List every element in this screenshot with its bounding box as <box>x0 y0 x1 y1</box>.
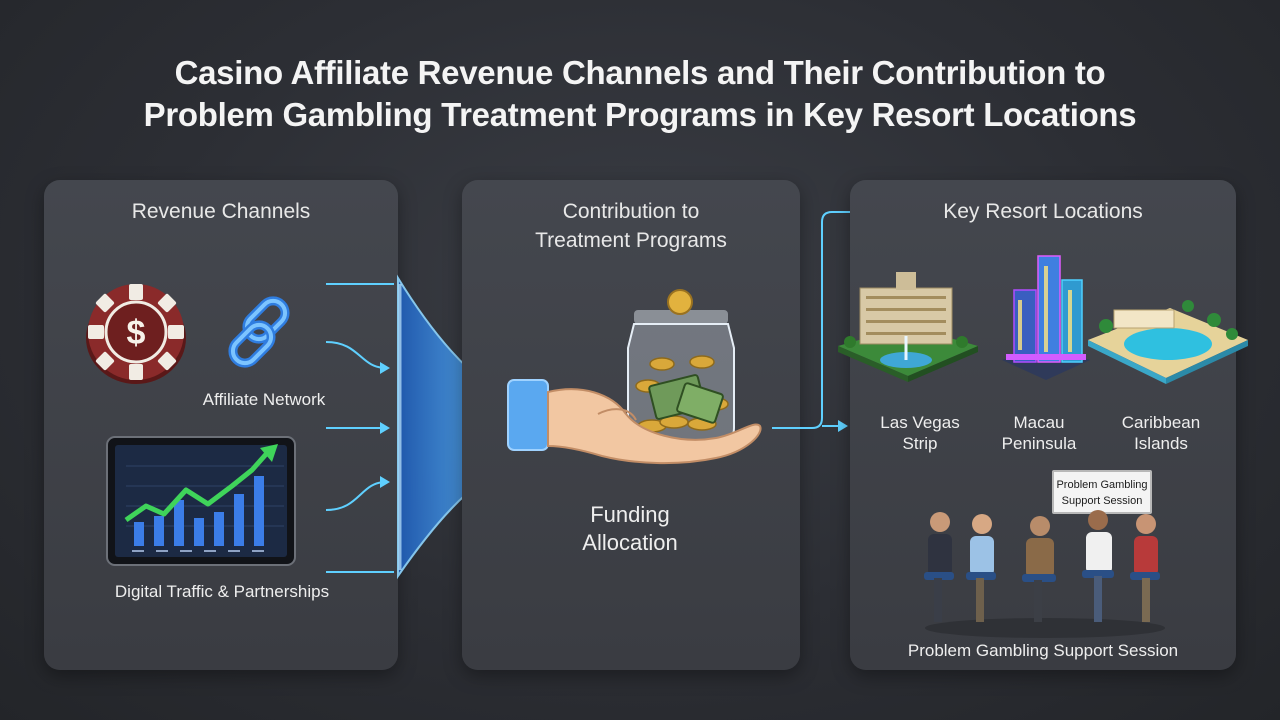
person-2 <box>966 514 996 622</box>
person-3 <box>1022 516 1056 622</box>
title-line-2: Problem Gambling Treatment Programs in K… <box>143 96 1137 133</box>
funding-caption-line-2: Allocation <box>582 530 678 555</box>
growth-chart-tablet-icon <box>106 436 296 566</box>
location-label-macau: Macau Peninsula <box>984 412 1094 454</box>
location-label-caribbean: Caribbean Islands <box>1106 412 1216 454</box>
casino-chip-dollar-icon: $ <box>86 284 186 384</box>
caribbean-resort-icon <box>1088 300 1248 384</box>
resort-locations-panel: Key Resort Locations <box>838 180 1248 670</box>
las-vegas-resort-icon <box>838 272 978 382</box>
person-5 <box>1130 514 1160 622</box>
macau-towers-icon <box>1002 255 1090 380</box>
affiliate-network-label: Affiliate Network <box>202 390 326 409</box>
caribbean-line-2: Islands <box>1134 434 1188 453</box>
funding-allocation-caption: Funding Allocation <box>522 501 738 557</box>
chain-link-icon <box>228 296 290 368</box>
las-vegas-line-1: Las Vegas <box>880 413 960 432</box>
person-1 <box>924 512 954 622</box>
support-session-caption: Problem Gambling Support Session <box>907 641 1179 660</box>
revenue-channels-heading: Revenue Channels <box>131 200 311 223</box>
title-line-1: Casino Affiliate Revenue Channels and Th… <box>174 54 1106 91</box>
treatment-heading-line-2: Treatment Programs <box>535 229 727 252</box>
page-title: Casino Affiliate Revenue Channels and Th… <box>0 52 1280 136</box>
chip-dollar-symbol: $ <box>127 314 146 352</box>
las-vegas-line-2: Strip <box>902 434 938 453</box>
macau-line-2: Peninsula <box>1001 434 1077 453</box>
flow-connector-arrow <box>772 211 876 432</box>
treatment-contribution-panel: Contribution to Treatment Programs Fundi… <box>462 180 800 670</box>
revenue-channels-panel: Revenue Channels $ Affiliate Network <box>44 180 398 670</box>
sign-line-1: Problem Gambling <box>1056 479 1148 491</box>
hand-holding-money-jar-icon <box>507 289 762 465</box>
support-session-sign: Problem Gambling Support Session <box>1052 470 1152 514</box>
resort-locations-heading: Key Resort Locations <box>943 200 1143 223</box>
macau-line-1: Macau <box>1013 413 1065 432</box>
funding-caption-line-1: Funding <box>590 502 670 527</box>
digital-traffic-label: Digital Traffic & Partnerships <box>114 582 330 601</box>
treatment-heading-line-1: Contribution to <box>562 200 700 223</box>
location-label-las-vegas: Las Vegas Strip <box>862 412 978 454</box>
sign-line-2: Support Session <box>1061 495 1143 507</box>
caribbean-line-1: Caribbean <box>1121 413 1201 432</box>
person-4 <box>1082 510 1114 622</box>
support-group-illustration <box>924 510 1165 638</box>
